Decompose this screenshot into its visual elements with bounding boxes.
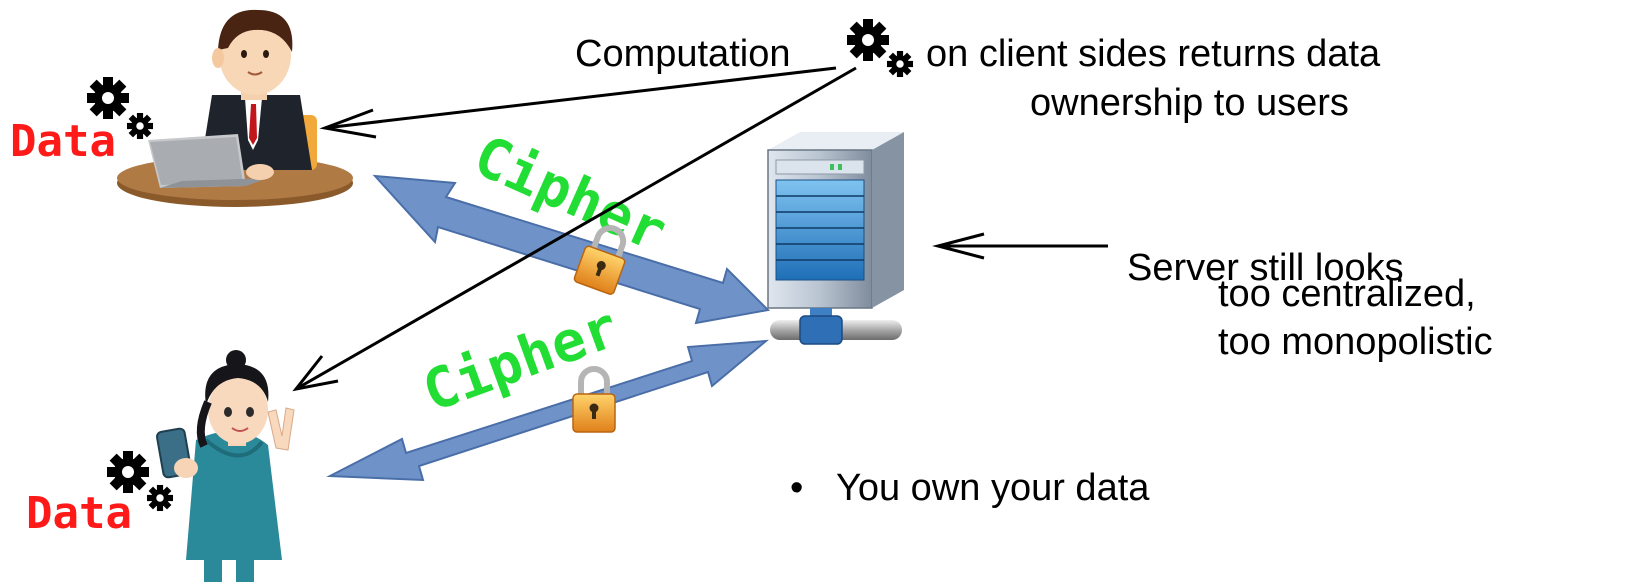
pointer-to-bottom-client [292,66,857,392]
server-note-line3: too monopolistic [1218,321,1493,363]
double-arrow-top [372,174,771,325]
bullet-text: You own your data [836,467,1150,509]
pointer-to-top-client [319,66,837,139]
gear-icon [847,19,889,61]
gear-icon [126,112,154,140]
computation-label: Computation [575,33,790,75]
computation-label-line2: ownership to users [1030,82,1349,124]
server-note-line2: too centralized, [1218,273,1476,315]
gear-icon [87,77,129,119]
man-laptop-illustration [117,9,353,207]
computation-label-continued: on client sides returns data [926,33,1381,75]
data-label-top: Data [10,116,116,167]
woman-phone-illustration [156,350,295,582]
data-label-bottom: Data [26,488,132,539]
double-arrow-bottom [326,339,770,482]
pointer-to-server [932,232,1108,260]
server-note-line1: Server still looks [1127,247,1404,289]
server-icon [767,132,904,345]
gear-icon [107,451,149,493]
gear-icon [886,50,914,78]
bullet-marker: • [790,467,803,509]
gear-icon [146,484,174,512]
lock-icon [573,369,615,432]
